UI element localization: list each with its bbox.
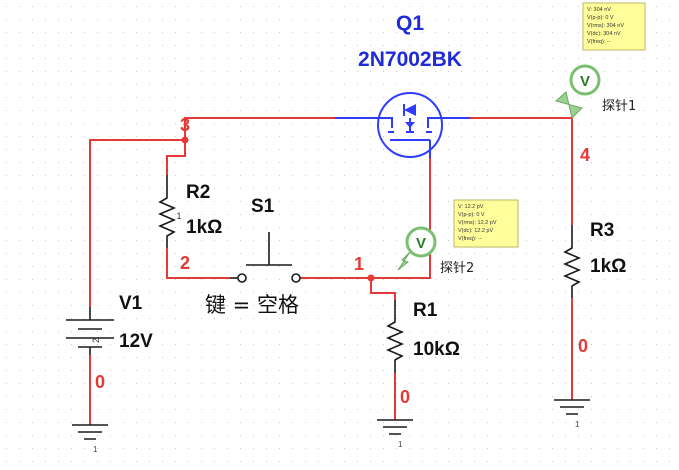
- r3-zigzag: [562, 225, 582, 298]
- wire-node1-gate: [371, 155, 431, 279]
- ground-r1-mark: 1: [398, 440, 403, 449]
- ground-v1: 1: [72, 424, 108, 454]
- probe-1[interactable]: V 探针1: [554, 64, 636, 119]
- probe-2-readout-3: V(dc): 12.2 pV: [458, 228, 493, 234]
- ground-v1-bars: [72, 424, 108, 440]
- mosfet-body-circle: [377, 92, 443, 158]
- r3-ref-label: R3: [590, 220, 614, 241]
- probe-1-readout-0: V: 304 nV: [587, 7, 611, 13]
- q1-model-label: 2N7002BK: [358, 48, 462, 71]
- s1-key-label: 键 = 空格: [205, 293, 299, 317]
- s1-left-contact: [237, 273, 247, 283]
- probe-1-readout-2: V(rms): 304 nV: [587, 23, 624, 29]
- probe-2-tooltip: V: 12.2 pV V(p-p): 0 V V(rms): 12.2 pV V…: [453, 199, 519, 248]
- net-label-0-r1: 0: [400, 387, 410, 407]
- probe-2-readout-0: V: 12.2 pV: [458, 204, 484, 210]
- v1-ref-label: V1: [119, 293, 143, 314]
- wire-node3-r2: [166, 140, 186, 175]
- probe-1-tooltip: V: 304 nV V(p-p): 0 V V(rms): 304 nV V(d…: [582, 2, 646, 51]
- probe-2-readout-1: V(p-p): 0 V: [458, 212, 485, 218]
- net-label-0-v1: 0: [95, 372, 105, 392]
- q1-ref-label: Q1: [396, 12, 424, 35]
- s1-ref-label: S1: [251, 196, 275, 217]
- ground-r1-bars: [377, 419, 413, 435]
- probe-2-readout-2: V(rms): 12.2 pV: [458, 220, 497, 226]
- net-label-2: 2: [180, 253, 190, 273]
- battery-v1[interactable]: 2: [66, 307, 114, 355]
- ground-r3: 1: [554, 399, 590, 429]
- probe-1-readout-1: V(p-p): 0 V: [587, 15, 614, 21]
- mosfet-drain-source: [380, 117, 440, 128]
- net-label-4: 4: [580, 145, 590, 165]
- s1-right-contact: [291, 273, 301, 283]
- net-label-0-r3: 0: [578, 336, 588, 356]
- v1-value-label: 12V: [119, 331, 153, 352]
- probe-2-symbol: V: [416, 235, 426, 252]
- r2-ref-label: R2: [186, 182, 210, 203]
- net-label-1: 1: [354, 254, 364, 274]
- v1-pin-mark: 2: [91, 338, 101, 343]
- resistor-r1[interactable]: [385, 300, 405, 373]
- r3-value-label: 1kΩ: [590, 256, 626, 277]
- probe-2-stem: [397, 251, 411, 271]
- junction-node1: [367, 274, 375, 282]
- r2-value-label: 1kΩ: [186, 217, 222, 238]
- mosfet-body-diode: [404, 104, 416, 116]
- probe-1-circle: [569, 64, 601, 96]
- resistor-r3[interactable]: [562, 225, 582, 298]
- r1-value-label: 10kΩ: [413, 339, 460, 360]
- probe-1-stem: [554, 91, 583, 119]
- resistor-r2[interactable]: 1: [157, 175, 182, 248]
- ground-r3-mark: 1: [575, 420, 580, 429]
- probe-1-readout-4: V(freq): --: [587, 39, 611, 45]
- switch-s1[interactable]: [230, 232, 301, 283]
- probe-2[interactable]: V 探针2: [397, 226, 474, 276]
- ground-r1: 1: [377, 419, 413, 449]
- wire-r2-switch: [166, 248, 230, 279]
- wire-switch-node1: [300, 277, 396, 300]
- r2-zigzag: [157, 175, 177, 248]
- probe-1-label: 探针1: [602, 99, 636, 114]
- ground-v1-mark: 1: [93, 445, 98, 454]
- ground-r3-bars: [554, 399, 590, 415]
- r2-pin-mark: 1: [176, 211, 181, 221]
- probe-2-label: 探针2: [440, 261, 474, 276]
- probe-2-circle: [405, 226, 437, 258]
- probe-1-symbol: V: [580, 73, 590, 90]
- probe-2-tooltip-box: [453, 199, 519, 248]
- probe-2-readout-4: V(freq): --: [458, 236, 482, 242]
- r1-zigzag: [385, 300, 405, 373]
- mosfet-q1[interactable]: [335, 92, 470, 158]
- probe-1-tooltip-box: [582, 2, 646, 51]
- r1-ref-label: R1: [413, 300, 438, 321]
- net-label-3: 3: [180, 115, 190, 135]
- junction-node3: [181, 136, 189, 144]
- probe-1-readout-3: V(dc): 304 nV: [587, 31, 621, 37]
